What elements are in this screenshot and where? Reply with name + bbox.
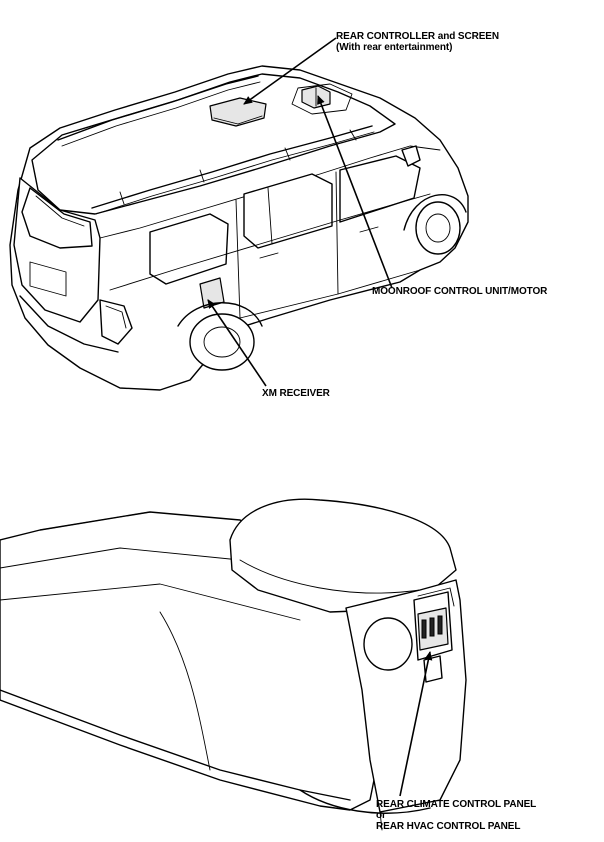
console-illustration xyxy=(0,498,467,831)
label-rear-controller-line1: REAR CONTROLLER and SCREEN xyxy=(336,31,499,42)
leader-lines-top xyxy=(207,37,393,387)
rear-controller-leader xyxy=(243,37,337,105)
vehicle-illustration xyxy=(9,65,469,391)
label-moonroof: MOONROOF CONTROL UNIT/MOTOR xyxy=(372,286,547,297)
xm-receiver-unit xyxy=(199,277,225,309)
moonroof-leader xyxy=(317,95,393,289)
label-xm-receiver-text: XM RECEIVER xyxy=(262,388,330,399)
rear-climate-leader xyxy=(399,651,433,797)
label-rear-climate: REAR CLIMATE CONTROL PANEL or REAR HVAC … xyxy=(376,799,536,832)
label-rear-climate-line1: REAR CLIMATE CONTROL PANEL xyxy=(376,799,537,810)
label-rear-climate-line3: REAR HVAC CONTROL PANEL xyxy=(376,821,521,832)
leader-lines-bottom xyxy=(399,651,433,797)
label-rear-climate-line2: or xyxy=(376,810,386,821)
xm-receiver-leader xyxy=(207,299,267,387)
label-xm-receiver: XM RECEIVER xyxy=(262,388,330,399)
label-rear-controller-line2: (With rear entertainment) xyxy=(336,42,453,53)
label-moonroof-text: MOONROOF CONTROL UNIT/MOTOR xyxy=(372,286,548,297)
label-rear-controller: REAR CONTROLLER and SCREEN (With rear en… xyxy=(336,31,499,53)
